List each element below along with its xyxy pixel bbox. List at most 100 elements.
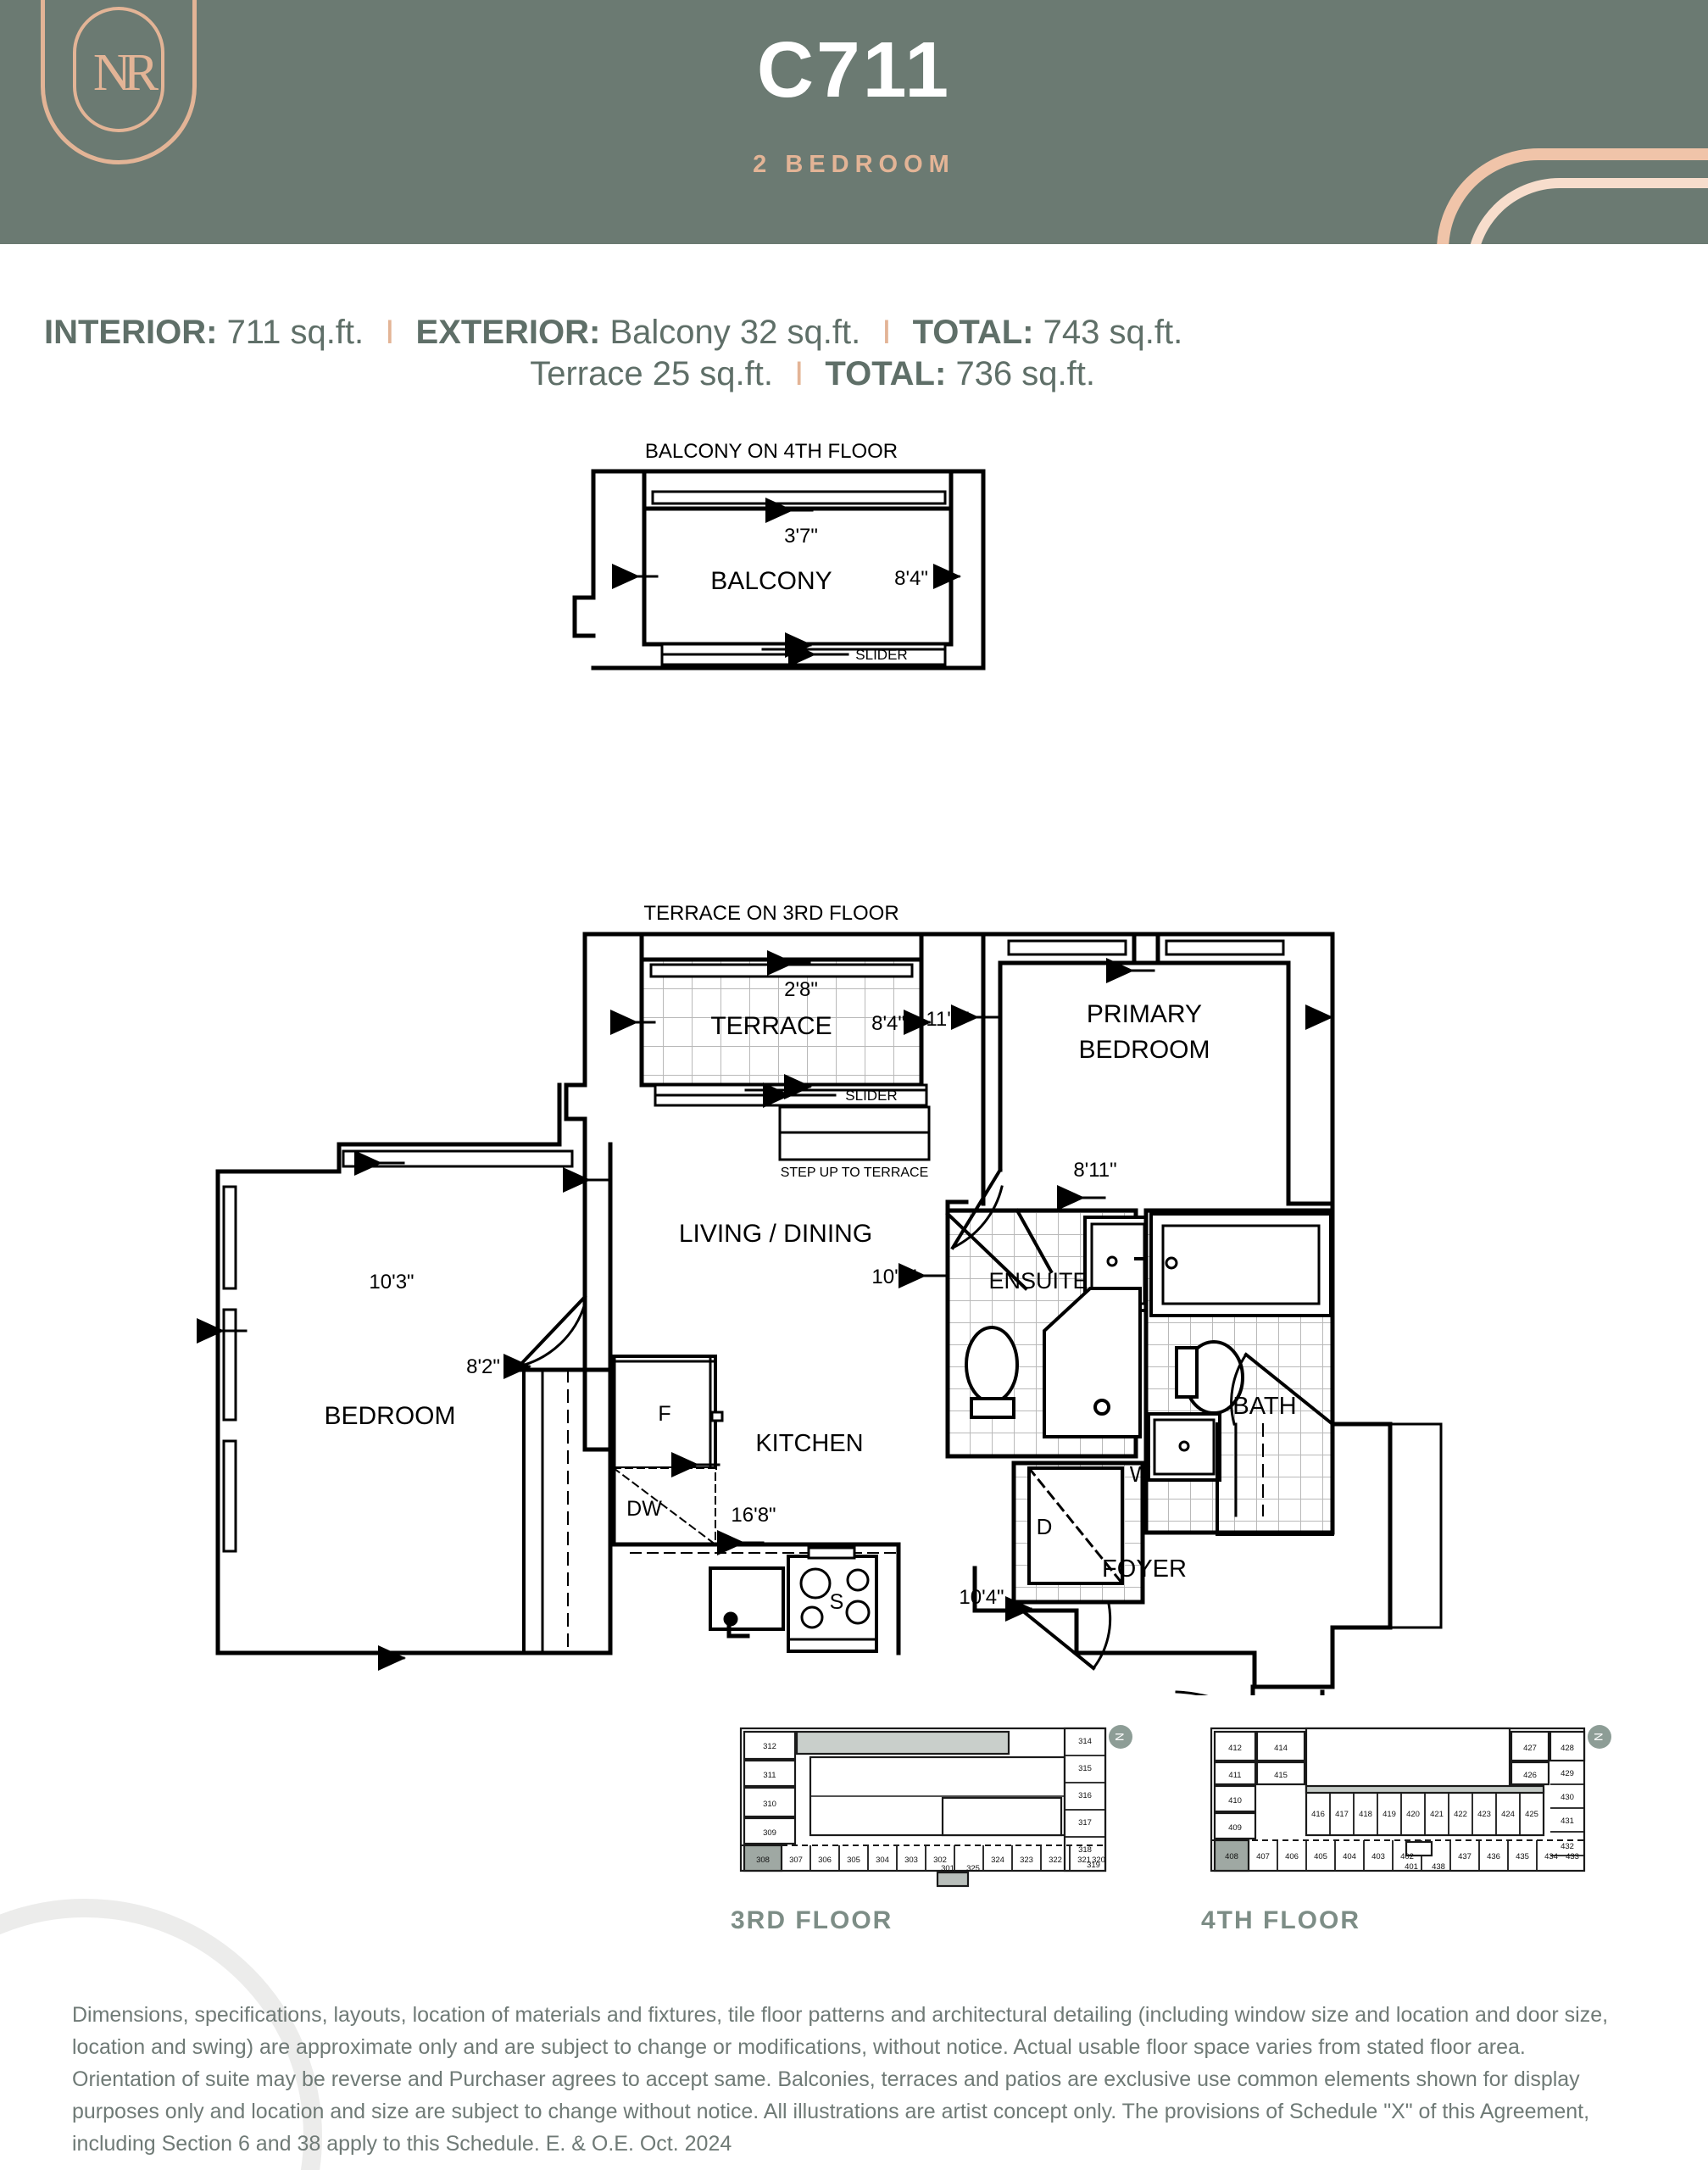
balcony-label: BALCONY xyxy=(710,567,832,595)
foyer-label: FOYER xyxy=(1102,1555,1187,1583)
svg-text:431: 431 xyxy=(1561,1817,1574,1826)
floorplan-drawing: BALCONY ON 4TH FLOOR BALCONY 3'7" 8'4" S… xyxy=(0,441,1708,1695)
primary-bedroom-label-line2: BEDROOM xyxy=(1078,1036,1210,1064)
svg-text:302: 302 xyxy=(933,1856,947,1865)
terrace-width-dim: 8'4" xyxy=(871,1012,905,1035)
svg-text:410: 410 xyxy=(1228,1796,1242,1806)
interior-value: 711 sq.ft. xyxy=(226,314,364,351)
svg-text:433: 433 xyxy=(1566,1852,1579,1861)
svg-text:318: 318 xyxy=(1078,1845,1092,1855)
keyplan-third-floor-label: 3RD FLOOR xyxy=(731,1906,893,1934)
ensuite-top-dim: 8'11" xyxy=(1073,1159,1116,1182)
primary-width-dim: 11'6" xyxy=(926,1008,969,1031)
ensuite-left-dim: 10'2" xyxy=(871,1266,916,1288)
entry-door xyxy=(1175,1684,1325,1695)
nr-monogram-icon: NR xyxy=(92,44,159,102)
svg-text:324: 324 xyxy=(991,1856,1004,1865)
total-value-2: 736 sq.ft. xyxy=(955,354,1095,392)
svg-text:412: 412 xyxy=(1228,1744,1242,1753)
exterior-terrace-value: Terrace 25 sq.ft. xyxy=(530,354,773,392)
logo-outer-pill-icon xyxy=(41,0,197,164)
interior-label: INTERIOR: xyxy=(44,314,218,351)
area-row-primary: INTERIOR: 711 sq.ft. I EXTERIOR: Balcony… xyxy=(44,312,1316,353)
primary-bedroom-door xyxy=(950,1167,1004,1250)
svg-text:407: 407 xyxy=(1256,1852,1270,1861)
svg-text:319: 319 xyxy=(1087,1861,1100,1870)
brand-logo: NR xyxy=(41,0,197,164)
page-header: NR C711 2 BEDROOM xyxy=(0,0,1708,244)
svg-text:306: 306 xyxy=(818,1856,832,1865)
bedroom-closet xyxy=(515,1367,613,1655)
svg-text:421: 421 xyxy=(1430,1810,1444,1819)
living-dining-label: LIVING / DINING xyxy=(679,1220,872,1248)
bedroom-right-dim: 8'2" xyxy=(466,1355,500,1378)
svg-text:401: 401 xyxy=(1405,1862,1418,1872)
page-title: C711 xyxy=(756,25,952,114)
svg-text:423: 423 xyxy=(1477,1810,1491,1819)
svg-text:304: 304 xyxy=(876,1856,889,1865)
terrace-label: TERRACE xyxy=(710,1012,832,1040)
svg-text:305: 305 xyxy=(847,1856,860,1865)
dryer-label: D xyxy=(1037,1514,1053,1539)
laundry-closet xyxy=(1011,1461,1145,1671)
exterior-balcony-value: Balcony 32 sq.ft. xyxy=(609,314,861,351)
svg-text:316: 316 xyxy=(1078,1791,1092,1800)
balcony-caption: BALCONY ON 4TH FLOOR xyxy=(645,441,898,463)
svg-text:406: 406 xyxy=(1285,1852,1299,1861)
svg-text:429: 429 xyxy=(1561,1769,1574,1778)
foyer-width-dim: 10'4" xyxy=(959,1586,1004,1609)
floorplan-svg: BALCONY ON 4TH FLOOR BALCONY 3'7" 8'4" S… xyxy=(197,441,1443,1695)
bedroom-door xyxy=(516,1294,587,1369)
svg-text:325: 325 xyxy=(966,1864,980,1873)
svg-text:409: 409 xyxy=(1228,1823,1242,1833)
keyplan-fourth-floor-label: 4TH FLOOR xyxy=(1201,1906,1360,1934)
compass-north-icon-fourth: N xyxy=(1588,1725,1611,1749)
svg-text:N: N xyxy=(1113,1733,1127,1741)
svg-text:309: 309 xyxy=(763,1828,776,1838)
svg-text:418: 418 xyxy=(1359,1810,1372,1819)
svg-text:311: 311 xyxy=(763,1771,776,1780)
ensuite-label: ENSUITE xyxy=(988,1268,1088,1294)
svg-text:323: 323 xyxy=(1020,1856,1033,1865)
dishwasher-label: DW xyxy=(626,1497,662,1521)
svg-text:415: 415 xyxy=(1274,1771,1288,1780)
divider-1: I xyxy=(385,314,395,351)
svg-text:435: 435 xyxy=(1516,1852,1529,1861)
exterior-label: EXTERIOR: xyxy=(415,314,601,351)
suite-outline xyxy=(215,932,1443,1689)
bath-label: BATH xyxy=(1232,1393,1296,1420)
slider-label-terrace: SLIDER xyxy=(845,1088,897,1104)
svg-text:430: 430 xyxy=(1561,1793,1574,1802)
svg-text:320: 320 xyxy=(1092,1856,1105,1865)
area-summary: INTERIOR: 711 sq.ft. I EXTERIOR: Balcony… xyxy=(44,312,1316,395)
total-label-1: TOTAL: xyxy=(912,314,1034,351)
svg-text:408: 408 xyxy=(1225,1852,1238,1861)
logo-inner-oval-icon: NR xyxy=(73,7,164,132)
svg-text:436: 436 xyxy=(1487,1852,1500,1861)
svg-text:426: 426 xyxy=(1523,1771,1537,1780)
bedroom-label: BEDROOM xyxy=(324,1402,455,1430)
svg-text:303: 303 xyxy=(904,1856,918,1865)
terrace-caption: TERRACE ON 3RD FLOOR xyxy=(643,902,899,925)
svg-text:414: 414 xyxy=(1274,1744,1288,1753)
bedroom-top-dim: 10'3" xyxy=(369,1271,414,1294)
entry-closet xyxy=(1216,1422,1334,1536)
balcony-depth-dim: 3'7" xyxy=(784,525,818,548)
washer-label: W xyxy=(1130,1461,1151,1487)
balcony-diagram xyxy=(572,469,986,670)
svg-text:419: 419 xyxy=(1383,1810,1396,1819)
svg-text:425: 425 xyxy=(1525,1810,1538,1819)
divider-2: I xyxy=(882,314,892,351)
kitchen-area xyxy=(611,1355,901,1655)
svg-text:321: 321 xyxy=(1077,1856,1091,1865)
terrace-diagram xyxy=(564,932,986,1376)
svg-text:307: 307 xyxy=(789,1856,803,1865)
fridge-label: F xyxy=(658,1402,670,1426)
step-up-caption: STEP UP TO TERRACE xyxy=(781,1166,929,1180)
svg-text:416: 416 xyxy=(1311,1810,1325,1819)
